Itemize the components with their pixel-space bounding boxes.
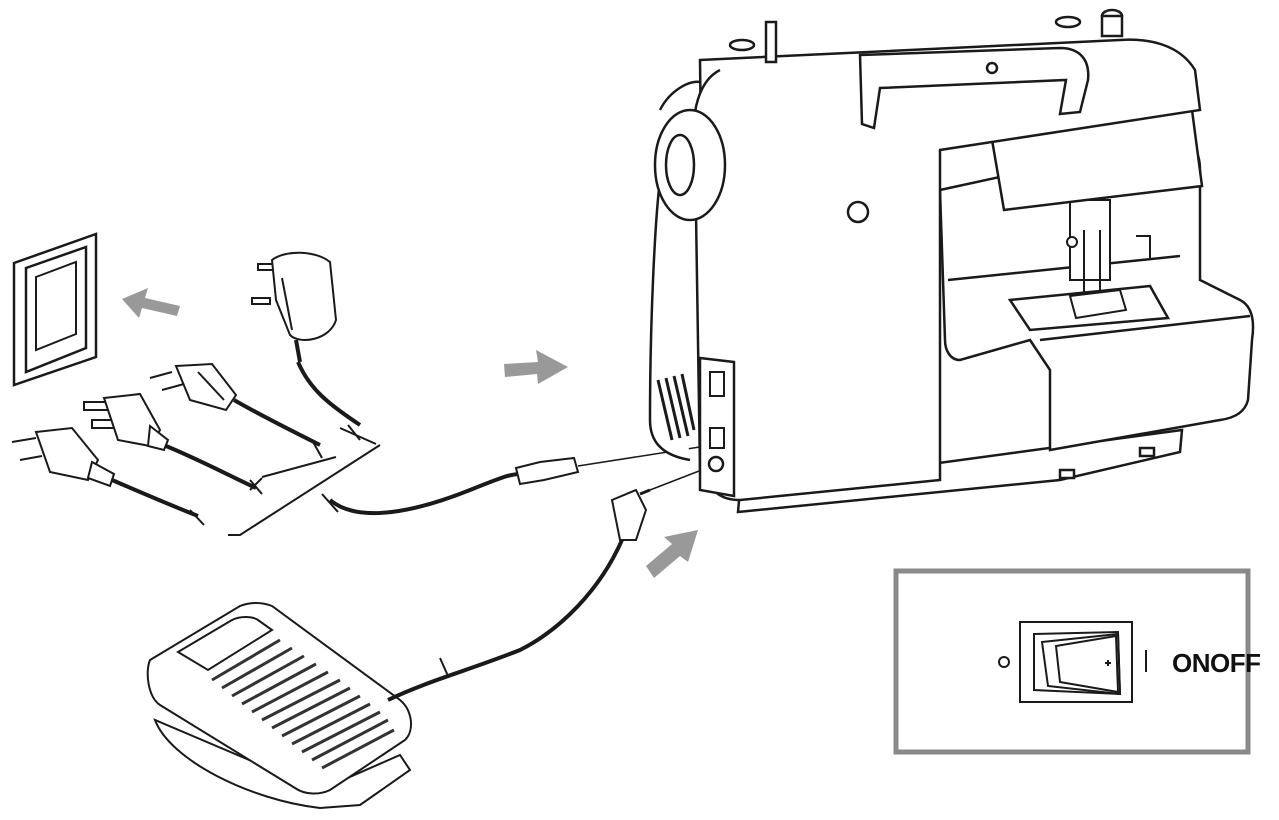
foot-pedal-icon (146, 602, 412, 810)
wall-socket-icon (12, 232, 98, 387)
euro-plug-icon (11, 426, 205, 526)
arrow-pedal-to-machine (646, 530, 698, 578)
arrow-to-socket (122, 288, 180, 318)
us-plug-icon (83, 392, 263, 495)
uk-plug-adapter-icon (251, 251, 362, 441)
power-cord (321, 445, 707, 516)
switch-detail-panel (893, 568, 1251, 755)
arrow-to-machine (504, 350, 568, 384)
off-symbol-icon (998, 656, 1010, 668)
eu-plug-icon (149, 362, 323, 459)
pedal-ribs (211, 638, 395, 770)
sewing-machine-icon (648, 8, 1255, 514)
pedal-cord (387, 465, 713, 702)
power-switch-icon (1019, 621, 1133, 703)
on-off-label: ONOFF (1172, 648, 1261, 678)
